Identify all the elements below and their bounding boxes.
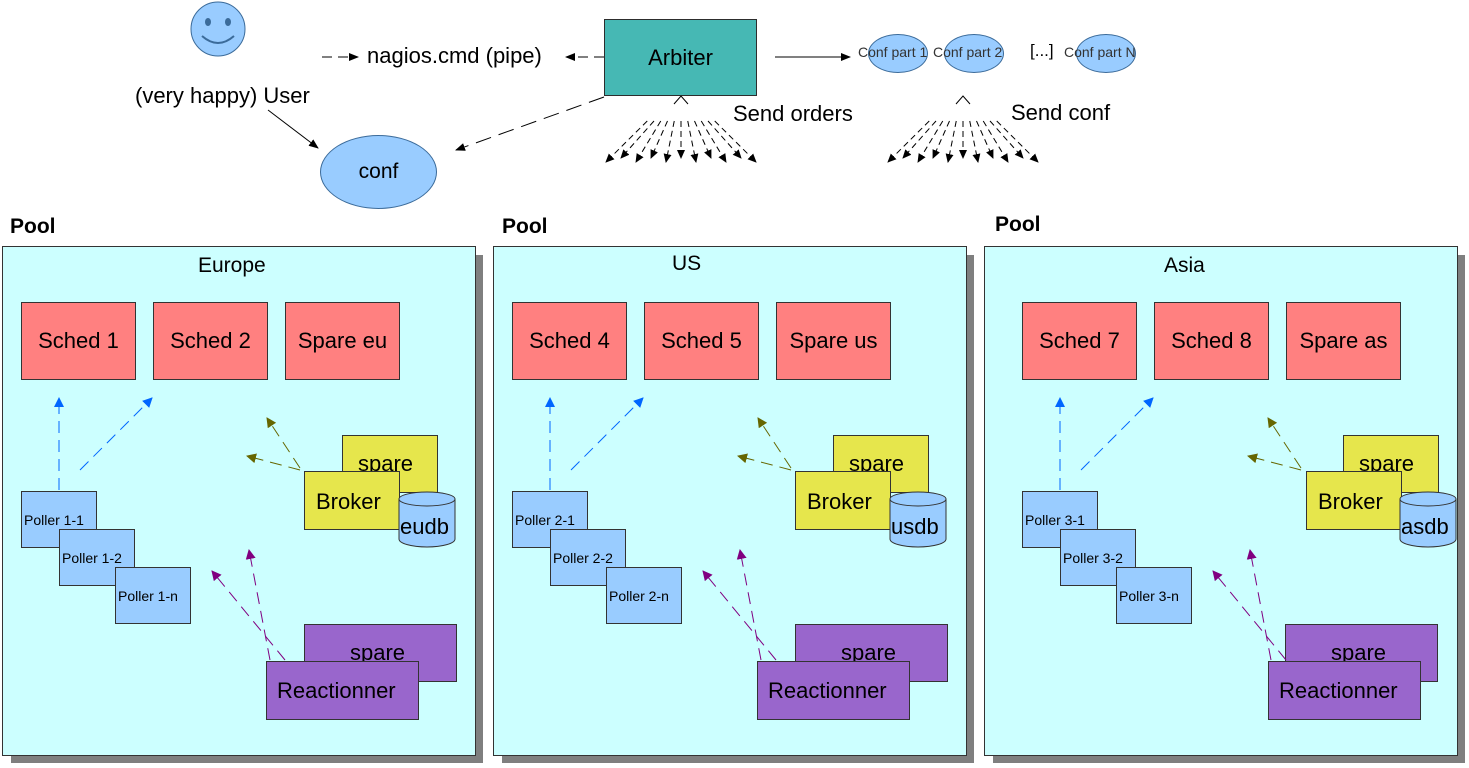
arbiter-label: Arbiter xyxy=(648,44,713,70)
spare-as-label: Spare as xyxy=(1299,328,1388,353)
conf-part-n-ellipse[interactable] xyxy=(1076,34,1136,73)
broker-label: Broker xyxy=(316,489,381,514)
send-orders-arrow xyxy=(707,120,742,159)
poller-1-2-label: Poller 1-2 xyxy=(62,549,122,566)
sched-1-box[interactable]: Sched 1 xyxy=(21,302,136,380)
sched-7-label: Sched 7 xyxy=(1039,328,1120,353)
user-label: (very happy) User xyxy=(135,83,310,108)
send-conf-arrow xyxy=(969,120,981,163)
pool-us-title: Pool xyxy=(502,215,548,238)
database-cylinder-icon xyxy=(398,491,456,548)
broker-box[interactable] xyxy=(1306,471,1402,530)
send-orders-arrow xyxy=(687,120,699,163)
send-conf-arrow xyxy=(932,120,950,159)
send-orders-label: Send orders xyxy=(733,101,853,126)
sched-8-label: Sched 8 xyxy=(1171,328,1252,353)
reactionner-label: Reactionner xyxy=(768,678,887,703)
usdb-label: usdb xyxy=(891,514,939,539)
send-orders-arrow xyxy=(650,120,668,159)
sched-1-label: Sched 1 xyxy=(38,328,119,353)
send-conf-fan xyxy=(887,95,1039,163)
conf-part-2-label: Conf part 2 xyxy=(933,44,1003,60)
pool-asia-region: Asia xyxy=(1164,254,1205,277)
poller-2-n-label: Poller 2-n xyxy=(609,587,669,604)
conf-ellipse[interactable]: conf xyxy=(320,135,437,209)
conf-part-1-label: Conf part 1 xyxy=(858,44,928,60)
smiley-face-icon xyxy=(190,1,246,57)
send-conf-label: Send conf xyxy=(1011,100,1111,125)
spare-eu-label: Spare eu xyxy=(297,328,388,353)
send-orders-arrow xyxy=(700,120,727,163)
arbiter-box[interactable]: Arbiter xyxy=(604,19,757,96)
conf-parts-ellipsis: [...] xyxy=(1030,41,1054,60)
spare-as-box[interactable]: Spare as xyxy=(1286,302,1401,380)
pool-europe-region: Europe xyxy=(198,254,266,277)
poller-2-1-label: Poller 2-1 xyxy=(515,511,575,528)
send-conf-arrow xyxy=(996,120,1039,163)
send-conf-arrow xyxy=(887,120,930,163)
sched-7-box[interactable]: Sched 7 xyxy=(1022,302,1137,380)
send-orders-arrow xyxy=(694,120,712,159)
pool-us-region: US xyxy=(672,252,702,275)
send-orders-origin xyxy=(673,95,689,105)
poller-1-n-box[interactable]: Poller 1-n xyxy=(115,567,191,624)
nagios-cmd-pipe-label: nagios.cmd (pipe) xyxy=(367,43,542,68)
send-conf-arrow xyxy=(976,120,994,159)
asdb-label: asdb xyxy=(1401,514,1449,539)
reactionner-label: Reactionner xyxy=(1279,678,1398,703)
send-conf-arrow xyxy=(917,120,944,163)
send-orders-arrow xyxy=(635,120,662,163)
database-cylinder-icon xyxy=(889,491,947,548)
reactionner-label: Reactionner xyxy=(277,678,396,703)
send-conf-arrow xyxy=(945,120,957,163)
sched-4-box[interactable]: Sched 4 xyxy=(512,302,627,380)
send-conf-arrow xyxy=(989,120,1024,159)
poller-3-n-label: Poller 3-n xyxy=(1119,587,1179,604)
poller-3-2-label: Poller 3-2 xyxy=(1063,549,1123,566)
send-conf-arrow xyxy=(982,120,1009,163)
broker-box[interactable] xyxy=(304,471,400,530)
send-orders-arrow xyxy=(714,120,757,163)
conf-label: conf xyxy=(358,160,399,183)
reactionner-box[interactable] xyxy=(757,661,910,720)
reactionner-spare-label: spare xyxy=(1331,640,1387,665)
sched-4-label: Sched 4 xyxy=(529,328,610,353)
reactionner-spare-label: spare xyxy=(841,640,897,665)
sched-5-box[interactable]: Sched 5 xyxy=(644,302,759,380)
sched-5-label: Sched 5 xyxy=(661,328,742,353)
send-conf-origin xyxy=(955,95,971,105)
sched-2-label: Sched 2 xyxy=(170,328,251,353)
poller-3-n-box[interactable]: Poller 3-n xyxy=(1116,567,1192,624)
sched-8-box[interactable]: Sched 8 xyxy=(1154,302,1269,380)
conf-part-1-ellipse[interactable] xyxy=(868,34,928,73)
spare-us-box[interactable]: Spare us xyxy=(776,302,891,380)
poller-3-1-label: Poller 3-1 xyxy=(1025,511,1085,528)
spare-eu-box[interactable]: Spare eu xyxy=(285,302,400,380)
conf-part-n-label: Conf part N xyxy=(1064,44,1136,60)
broker-label: Broker xyxy=(1318,489,1383,514)
send-orders-arrow xyxy=(663,120,675,163)
pool-europe-title: Pool xyxy=(10,215,56,238)
eudb-label: eudb xyxy=(400,514,449,539)
poller-1-1-label: Poller 1-1 xyxy=(24,511,84,528)
poller-2-n-box[interactable]: Poller 2-n xyxy=(606,567,682,624)
broker-label: Broker xyxy=(807,489,872,514)
reactionner-box[interactable] xyxy=(1268,661,1421,720)
send-orders-arrow xyxy=(605,120,648,163)
sched-2-box[interactable]: Sched 2 xyxy=(153,302,268,380)
spare-us-label: Spare us xyxy=(789,328,878,353)
reactionner-spare-label: spare xyxy=(350,640,406,665)
database-cylinder-icon xyxy=(1399,491,1457,548)
poller-1-n-label: Poller 1-n xyxy=(118,587,178,604)
reactionner-box[interactable] xyxy=(266,661,419,720)
send-orders-arrow xyxy=(620,120,655,159)
conf-part-2-ellipse[interactable] xyxy=(944,34,1004,73)
send-orders-fan xyxy=(605,95,757,163)
send-conf-arrow xyxy=(902,120,937,159)
poller-2-2-label: Poller 2-2 xyxy=(553,549,613,566)
pool-asia-title: Pool xyxy=(995,213,1041,236)
